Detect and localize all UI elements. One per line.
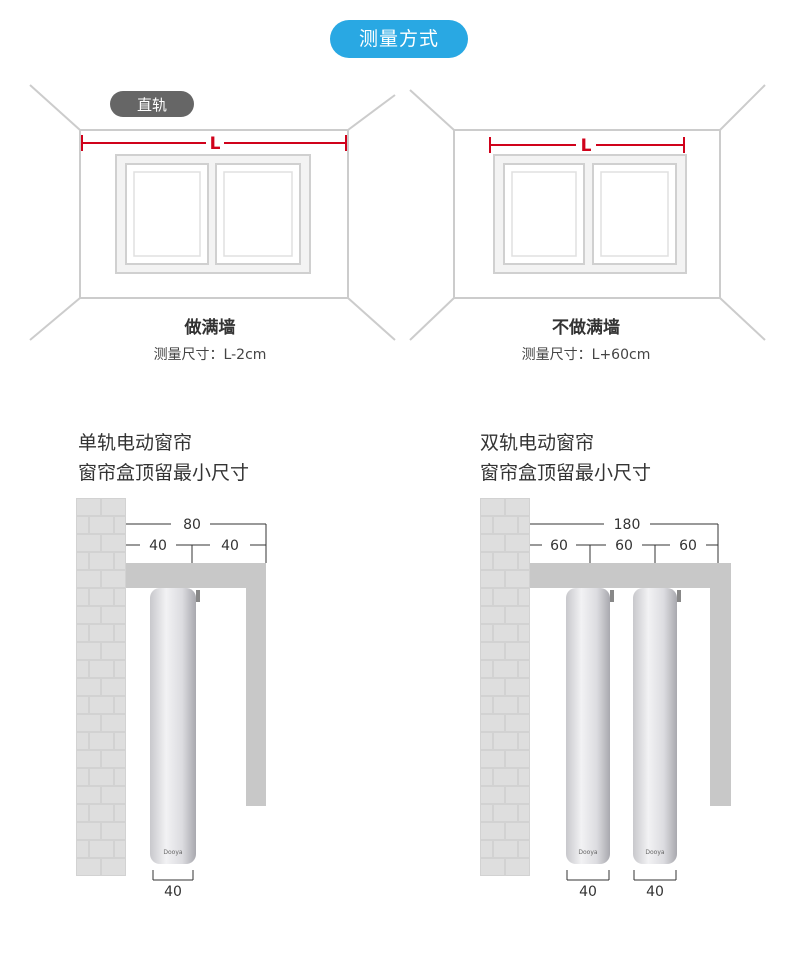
measure-formula: 测量尺寸：L+60cm	[521, 347, 651, 363]
dimension-left: 40	[149, 538, 167, 554]
brick-wall	[76, 498, 126, 876]
room-full-wall	[29, 84, 396, 341]
motor-tube	[150, 588, 196, 864]
dimension-gap-3: 60	[679, 538, 697, 554]
dimension-lines	[126, 523, 267, 881]
rail-measure-line	[489, 137, 685, 153]
measure-formula: 测量尺寸：L-2cm	[153, 347, 267, 363]
motor-tube-front	[566, 588, 610, 864]
dimension-gap-1: 60	[550, 538, 568, 554]
curtain-box	[530, 563, 731, 806]
brick-wall	[480, 498, 530, 876]
double-track-diagram: Dooya Dooya 180 60 60 60 40 40	[480, 498, 731, 900]
brand-logo: Dooya	[578, 849, 598, 856]
motor-width: 40	[579, 884, 597, 900]
section-title-pill: 测量方式	[330, 20, 468, 58]
length-marker: L	[581, 136, 592, 156]
room-label-full-wall: 做满墙 测量尺寸：L-2cm	[60, 313, 360, 364]
motor-width: 40	[164, 884, 182, 900]
length-marker: L	[210, 134, 221, 154]
room-partial-wall	[409, 84, 766, 341]
track-type-badge	[110, 91, 194, 117]
dimension-total: 80	[183, 517, 201, 533]
brand-logo: Dooya	[163, 849, 183, 856]
single-track-title: 单轨电动窗帘 窗帘盒顶留最小尺寸	[78, 432, 250, 484]
install-type-name: 做满墙	[184, 318, 236, 338]
track-type-label: 直轨	[137, 96, 167, 114]
room-illustrations: 直轨 L L	[29, 84, 766, 341]
room-label-partial-wall: 不做满墙 测量尺寸：L+60cm	[436, 313, 736, 364]
install-type-name: 不做满墙	[552, 318, 620, 338]
single-track-diagram: Dooya 80 40 40 40	[76, 498, 267, 900]
dimension-lines	[530, 523, 719, 881]
rail-measure-line	[81, 135, 347, 151]
brand-logo: Dooya	[645, 849, 665, 856]
dimension-total: 180	[614, 517, 641, 533]
dimension-gap-2: 60	[615, 538, 633, 554]
dimension-right: 40	[221, 538, 239, 554]
curtain-box	[126, 563, 266, 806]
double-track-title: 双轨电动窗帘 窗帘盒顶留最小尺寸	[480, 432, 652, 484]
motor-tube-back	[633, 588, 677, 864]
motor-width: 40	[646, 884, 664, 900]
